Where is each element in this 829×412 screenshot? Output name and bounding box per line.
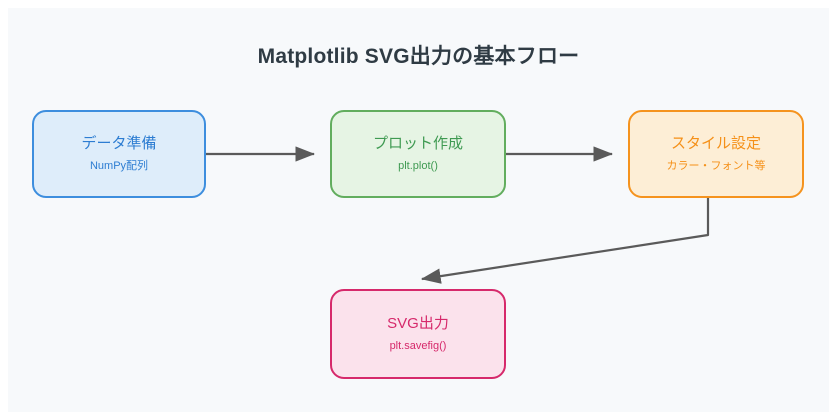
diagram-canvas: Matplotlib SVG出力の基本フロー データ準備 NumPy配列 プロッ…: [8, 8, 829, 412]
node-plot-creation[interactable]: プロット作成 plt.plot(): [330, 110, 506, 198]
node-subtitle: plt.savefig(): [389, 340, 447, 352]
node-svg-output[interactable]: SVG出力 plt.savefig(): [330, 289, 506, 379]
node-style-settings[interactable]: スタイル設定 カラー・フォント等: [628, 110, 804, 198]
edge-style-to-output: [420, 198, 710, 284]
node-title: SVG出力: [387, 315, 449, 332]
node-subtitle: カラー・フォント等: [666, 160, 766, 172]
node-title: プロット作成: [372, 135, 463, 152]
page-title: Matplotlib SVG出力の基本フロー: [257, 45, 580, 68]
node-title: データ準備: [81, 135, 157, 152]
node-subtitle: plt.plot(): [398, 160, 438, 172]
node-subtitle: NumPy配列: [89, 160, 149, 172]
node-title: スタイル設定: [670, 135, 761, 152]
node-data-preparation[interactable]: データ準備 NumPy配列: [32, 110, 206, 198]
